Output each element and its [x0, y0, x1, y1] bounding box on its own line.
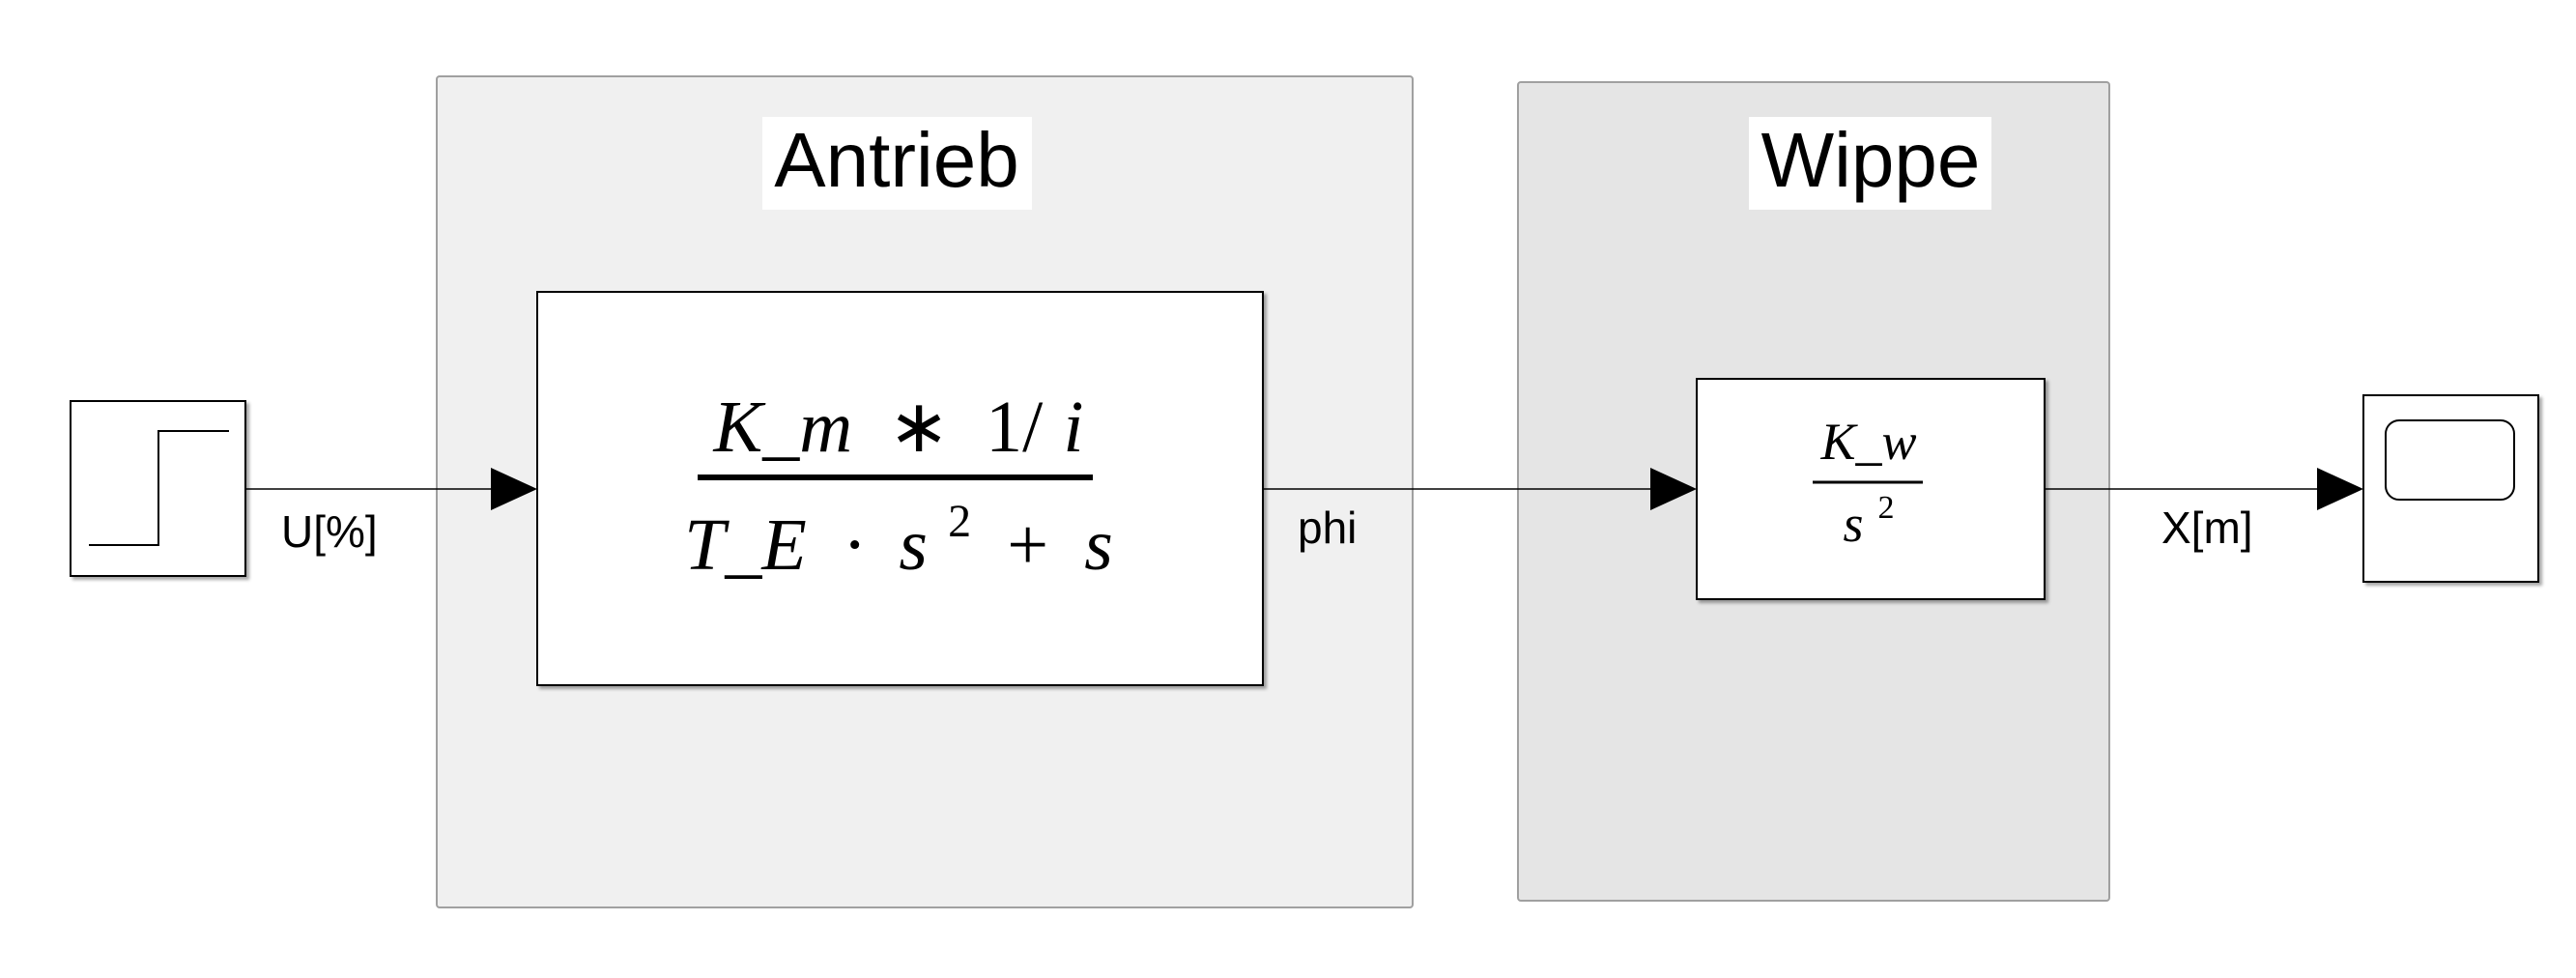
signal-label-phi: phi — [1298, 503, 1357, 553]
wippe-denominator: s 2 — [1843, 490, 1894, 553]
step-icon — [89, 430, 229, 546]
wippe-numerator: K_w — [1819, 413, 1916, 471]
subsystem-antrieb-title: Antrieb — [774, 117, 1018, 203]
antrieb-denominator: T_E · s 2 + s — [684, 471, 1113, 586]
transfer-function-wippe-frame — [1696, 378, 2046, 600]
transfer-function-wippe[interactable]: K_w s 2 — [1696, 378, 2046, 600]
signal-label-input: U[%] — [281, 506, 378, 557]
scope-icon — [2385, 419, 2515, 501]
signal-label-output: X[m] — [2161, 503, 2253, 553]
transfer-function-antrieb-frame — [536, 291, 1264, 686]
step-block[interactable] — [70, 400, 246, 577]
signal-lines — [245, 468, 2363, 510]
antrieb-numerator: K_m ∗ 1/ i — [713, 386, 1084, 468]
transfer-function-antrieb[interactable]: K_m ∗ 1/ i T_E · s 2 + s — [536, 291, 1264, 686]
arrow-head-scope-input — [2317, 468, 2363, 510]
subsystem-antrieb-title-bg — [762, 117, 1032, 210]
subsystem-wippe-title: Wippe — [1761, 117, 1981, 203]
subsystem-wippe-title-bg — [1749, 117, 1991, 210]
arrow-head-antrieb-input — [491, 468, 537, 510]
arrow-head-wippe-input — [1650, 468, 1697, 510]
scope-block[interactable] — [2362, 394, 2539, 583]
